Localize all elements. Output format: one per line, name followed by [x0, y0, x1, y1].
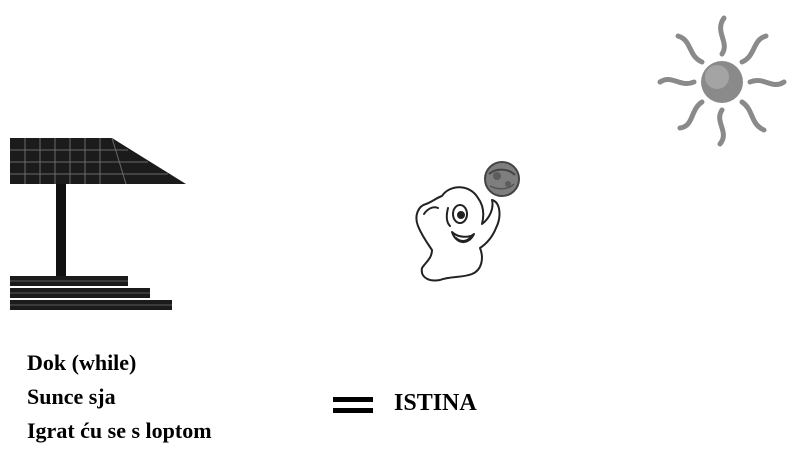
while-keyword-line: Dok (while)	[27, 350, 137, 375]
shelter-icon	[10, 137, 186, 310]
ghost-icon	[415, 186, 501, 282]
equals-sign-icon	[333, 393, 373, 415]
sun-icon	[657, 15, 787, 147]
condition-line: Sunce sja	[27, 384, 116, 409]
while-statement: Dok (while) Sunce sja Igrat ću se s lopt…	[27, 346, 212, 448]
ball-icon	[484, 161, 520, 197]
result-value: ISTINA	[394, 390, 477, 416]
action-line: Igrat ću se s loptom	[27, 418, 212, 443]
